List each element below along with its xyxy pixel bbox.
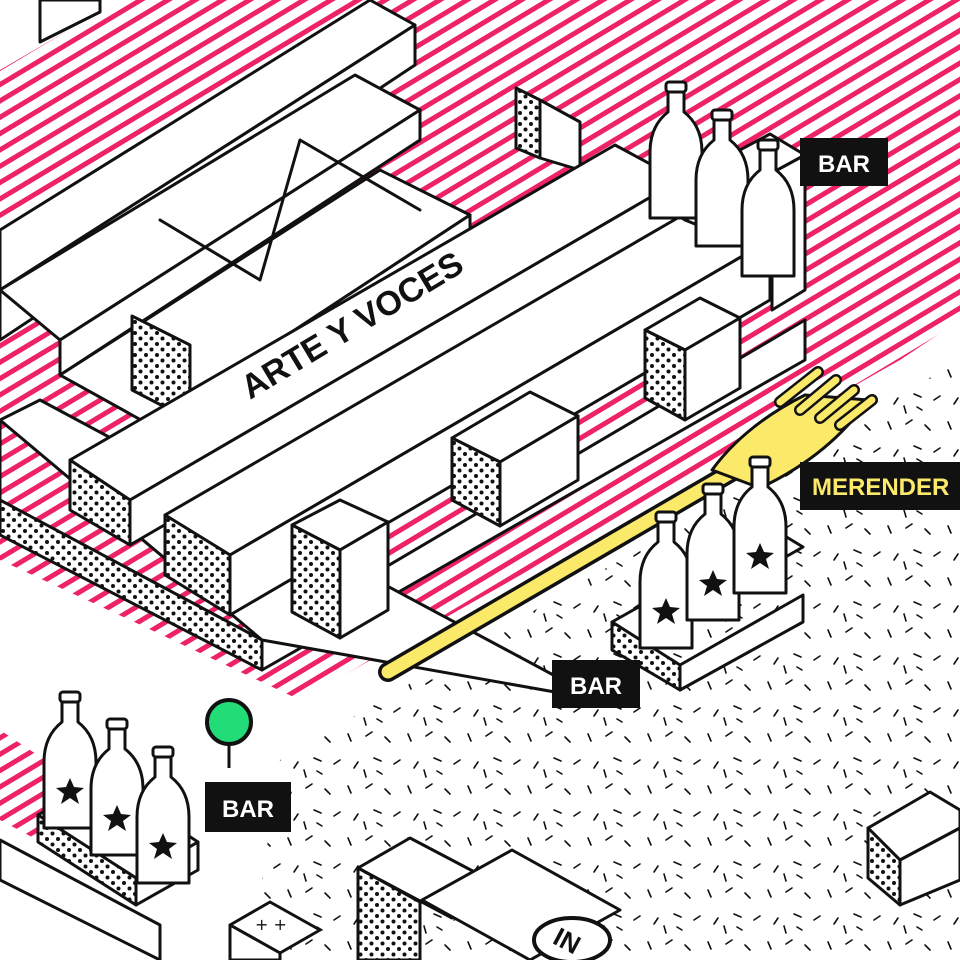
map-pin-icon[interactable] [205, 698, 253, 768]
bar-bottom-left: BAR [0, 690, 291, 960]
plus-marks: + + [255, 915, 287, 934]
bottle-icon [135, 745, 191, 885]
bar-label-box [552, 660, 640, 708]
bottle-group [42, 690, 191, 885]
star-icon [699, 570, 727, 596]
star-icon [103, 805, 131, 831]
bottle-icon [42, 690, 98, 830]
bottle-icon [89, 717, 145, 857]
bar-top-right: BAR [648, 80, 888, 312]
stage-lower-side [163, 513, 232, 617]
stage-riser-1-side [290, 523, 342, 640]
bottle-icon [740, 138, 796, 278]
bottle-icon [638, 510, 694, 650]
stage-upper-side [68, 458, 132, 547]
small-box-front [228, 923, 282, 960]
bar-label: BAR [570, 673, 622, 700]
bar-label: BAR [818, 151, 870, 178]
star-icon [652, 598, 680, 624]
bar-label-box [205, 782, 291, 832]
entrance-building-side [356, 866, 422, 960]
star-icon [746, 543, 774, 569]
fork-icon [378, 366, 878, 682]
bar-label: BAR [222, 796, 274, 823]
bottle-icon [648, 80, 704, 220]
bottle-icon [732, 455, 788, 595]
dotted-pillar [514, 86, 542, 160]
stage-riser-2-side [450, 436, 502, 528]
stacked-slab-1-front [58, 108, 422, 377]
merendero-label: MERENDER [812, 474, 949, 501]
counter-base [0, 838, 162, 960]
bottle-icon [685, 482, 741, 622]
star-icon [149, 833, 177, 859]
merendero-label-box [800, 462, 960, 510]
bar-middle: BAR [552, 455, 805, 708]
slab-seam [158, 138, 422, 282]
bar-label-box [800, 138, 888, 186]
entrance-badge: IN [532, 916, 612, 960]
corner-building-top [38, 0, 102, 44]
star-icon [56, 778, 84, 804]
bar-crate-side [610, 620, 682, 692]
right-box-front [898, 826, 960, 907]
bottom-buildings: + + IN [228, 790, 960, 960]
stage-riser-3-side [643, 328, 687, 422]
bottle-group [648, 80, 796, 278]
bottle-group [638, 455, 788, 650]
merendero: MERENDER [378, 366, 960, 682]
